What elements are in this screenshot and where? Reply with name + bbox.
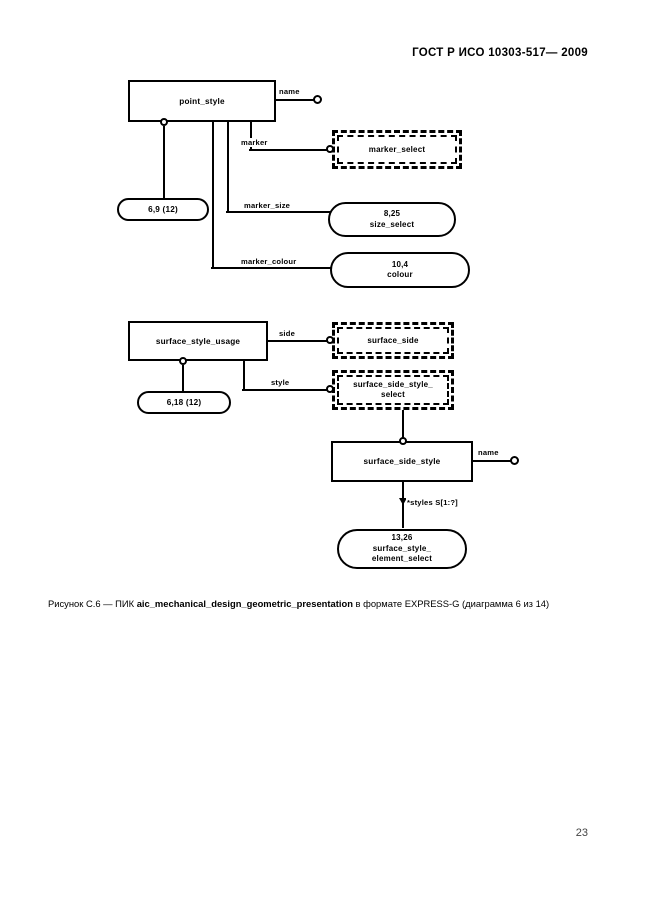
circle-style: [326, 385, 334, 393]
entity-point-style[interactable]: point_style: [128, 80, 276, 122]
page-ref-surface-style-element-select-line1: surface_style_: [372, 543, 432, 553]
page-ref-colour[interactable]: 10,4 colour: [330, 252, 470, 288]
select-marker-select[interactable]: marker_select: [332, 130, 462, 169]
document-header-standard-number: ГОСТ Р ИСО 10303-517— 2009: [412, 47, 588, 59]
edge-marker-vertical: [250, 122, 252, 150]
page-ref-size-select-number: 8,25: [383, 209, 401, 219]
page-number: 23: [575, 827, 588, 839]
circle-marker: [326, 145, 334, 153]
edge-style-horizontal: [242, 389, 330, 391]
page-ref-size-select[interactable]: 8,25 size_select: [328, 202, 456, 237]
select-surface-side-style-select[interactable]: surface_side_style_ select: [332, 370, 454, 410]
entity-surface-side-style-label: surface_side_style: [363, 457, 441, 466]
select-surface-side[interactable]: surface_side: [332, 322, 454, 359]
select-surface-side-style-select-label: surface_side_style_ select: [347, 380, 439, 400]
edge-styles-vertical: [402, 482, 404, 528]
edge-side: [268, 340, 330, 342]
entity-point-style-label: point_style: [179, 96, 225, 106]
edge-label-marker-colour: marker_colour: [240, 257, 298, 266]
edge-select-to-surface-side-style: [402, 410, 404, 441]
circle-side: [326, 336, 334, 344]
figure-caption-prefix: Рисунок С.6 — ПИК: [48, 598, 135, 609]
edge-label-marker-size: marker_size: [243, 201, 292, 210]
edge-label-side: side: [278, 329, 296, 338]
edge-marker-colour-horizontal: [211, 267, 333, 269]
page-ref-surface-style-element-select-text: 13,26 surface_style_ element_select: [372, 533, 432, 564]
edge-name-point-style: [276, 99, 316, 101]
select-marker-select-label: marker_select: [368, 144, 426, 154]
edge-label-marker: marker: [240, 138, 269, 147]
page-ref-surface-style-element-select-number: 13,26: [391, 533, 413, 543]
entity-surface-style-usage[interactable]: surface_style_usage: [128, 321, 268, 361]
back-ref-6-9-label: 6,9 (12): [148, 205, 178, 214]
page-ref-colour-number: 10,4: [391, 259, 409, 269]
page-ref-size-select-text: 8,25 size_select: [370, 209, 414, 230]
edge-marker-horizontal: [249, 149, 330, 151]
edge-name-surface-side-style: [473, 460, 513, 462]
express-g-diagram: point_style name marker marker_select ma…: [117, 80, 519, 569]
edge-label-styles: *styles S[1:?]: [406, 498, 459, 507]
circle-supertype-surface-style-usage: [179, 357, 187, 365]
page-ref-surface-style-element-select[interactable]: 13,26 surface_style_ element_select: [337, 529, 467, 569]
edge-back-ref-6-9: [163, 126, 165, 199]
select-surface-side-label: surface_side: [367, 335, 419, 345]
page-ref-size-select-label: size_select: [369, 219, 415, 229]
page-ref-surface-style-element-select-line2: element_select: [371, 554, 433, 564]
figure-caption-suffix: в формате EXPRESS-G (диаграмма 6 из 14): [355, 598, 550, 609]
edge-marker-size-vertical: [227, 122, 229, 212]
arrow-styles: [399, 498, 407, 505]
back-ref-6-9[interactable]: 6,9 (12): [117, 198, 209, 221]
select-surface-side-style-select-line2: select: [381, 390, 405, 399]
circle-name-point-style: [313, 95, 322, 104]
entity-surface-side-style[interactable]: surface_side_style: [331, 441, 473, 482]
page-ref-colour-text: 10,4 colour: [387, 260, 413, 281]
figure-caption: Рисунок С.6 — ПИК aic_mechanical_design_…: [48, 598, 549, 609]
edge-marker-colour-vertical: [212, 122, 214, 268]
back-ref-6-18-label: 6,18 (12): [166, 398, 202, 407]
select-surface-side-style-select-line1: surface_side_style_: [353, 380, 433, 389]
edge-label-name-surface-side-style: name: [477, 448, 500, 457]
back-ref-6-18[interactable]: 6,18 (12): [137, 391, 231, 414]
figure-caption-schema-name: aic_mechanical_design_geometric_presenta…: [136, 598, 353, 609]
edge-marker-size-horizontal: [226, 211, 336, 213]
circle-supertype-point-style: [160, 118, 168, 126]
edge-style-vertical: [243, 361, 245, 390]
circle-surface-side-style-top: [399, 437, 407, 445]
edge-label-style: style: [270, 378, 291, 387]
circle-name-surface-side-style: [510, 456, 519, 465]
edge-back-ref-6-18: [182, 365, 184, 392]
edge-label-name-point-style: name: [278, 87, 301, 96]
entity-surface-style-usage-label: surface_style_usage: [155, 336, 241, 346]
page-ref-colour-label: colour: [387, 270, 413, 279]
